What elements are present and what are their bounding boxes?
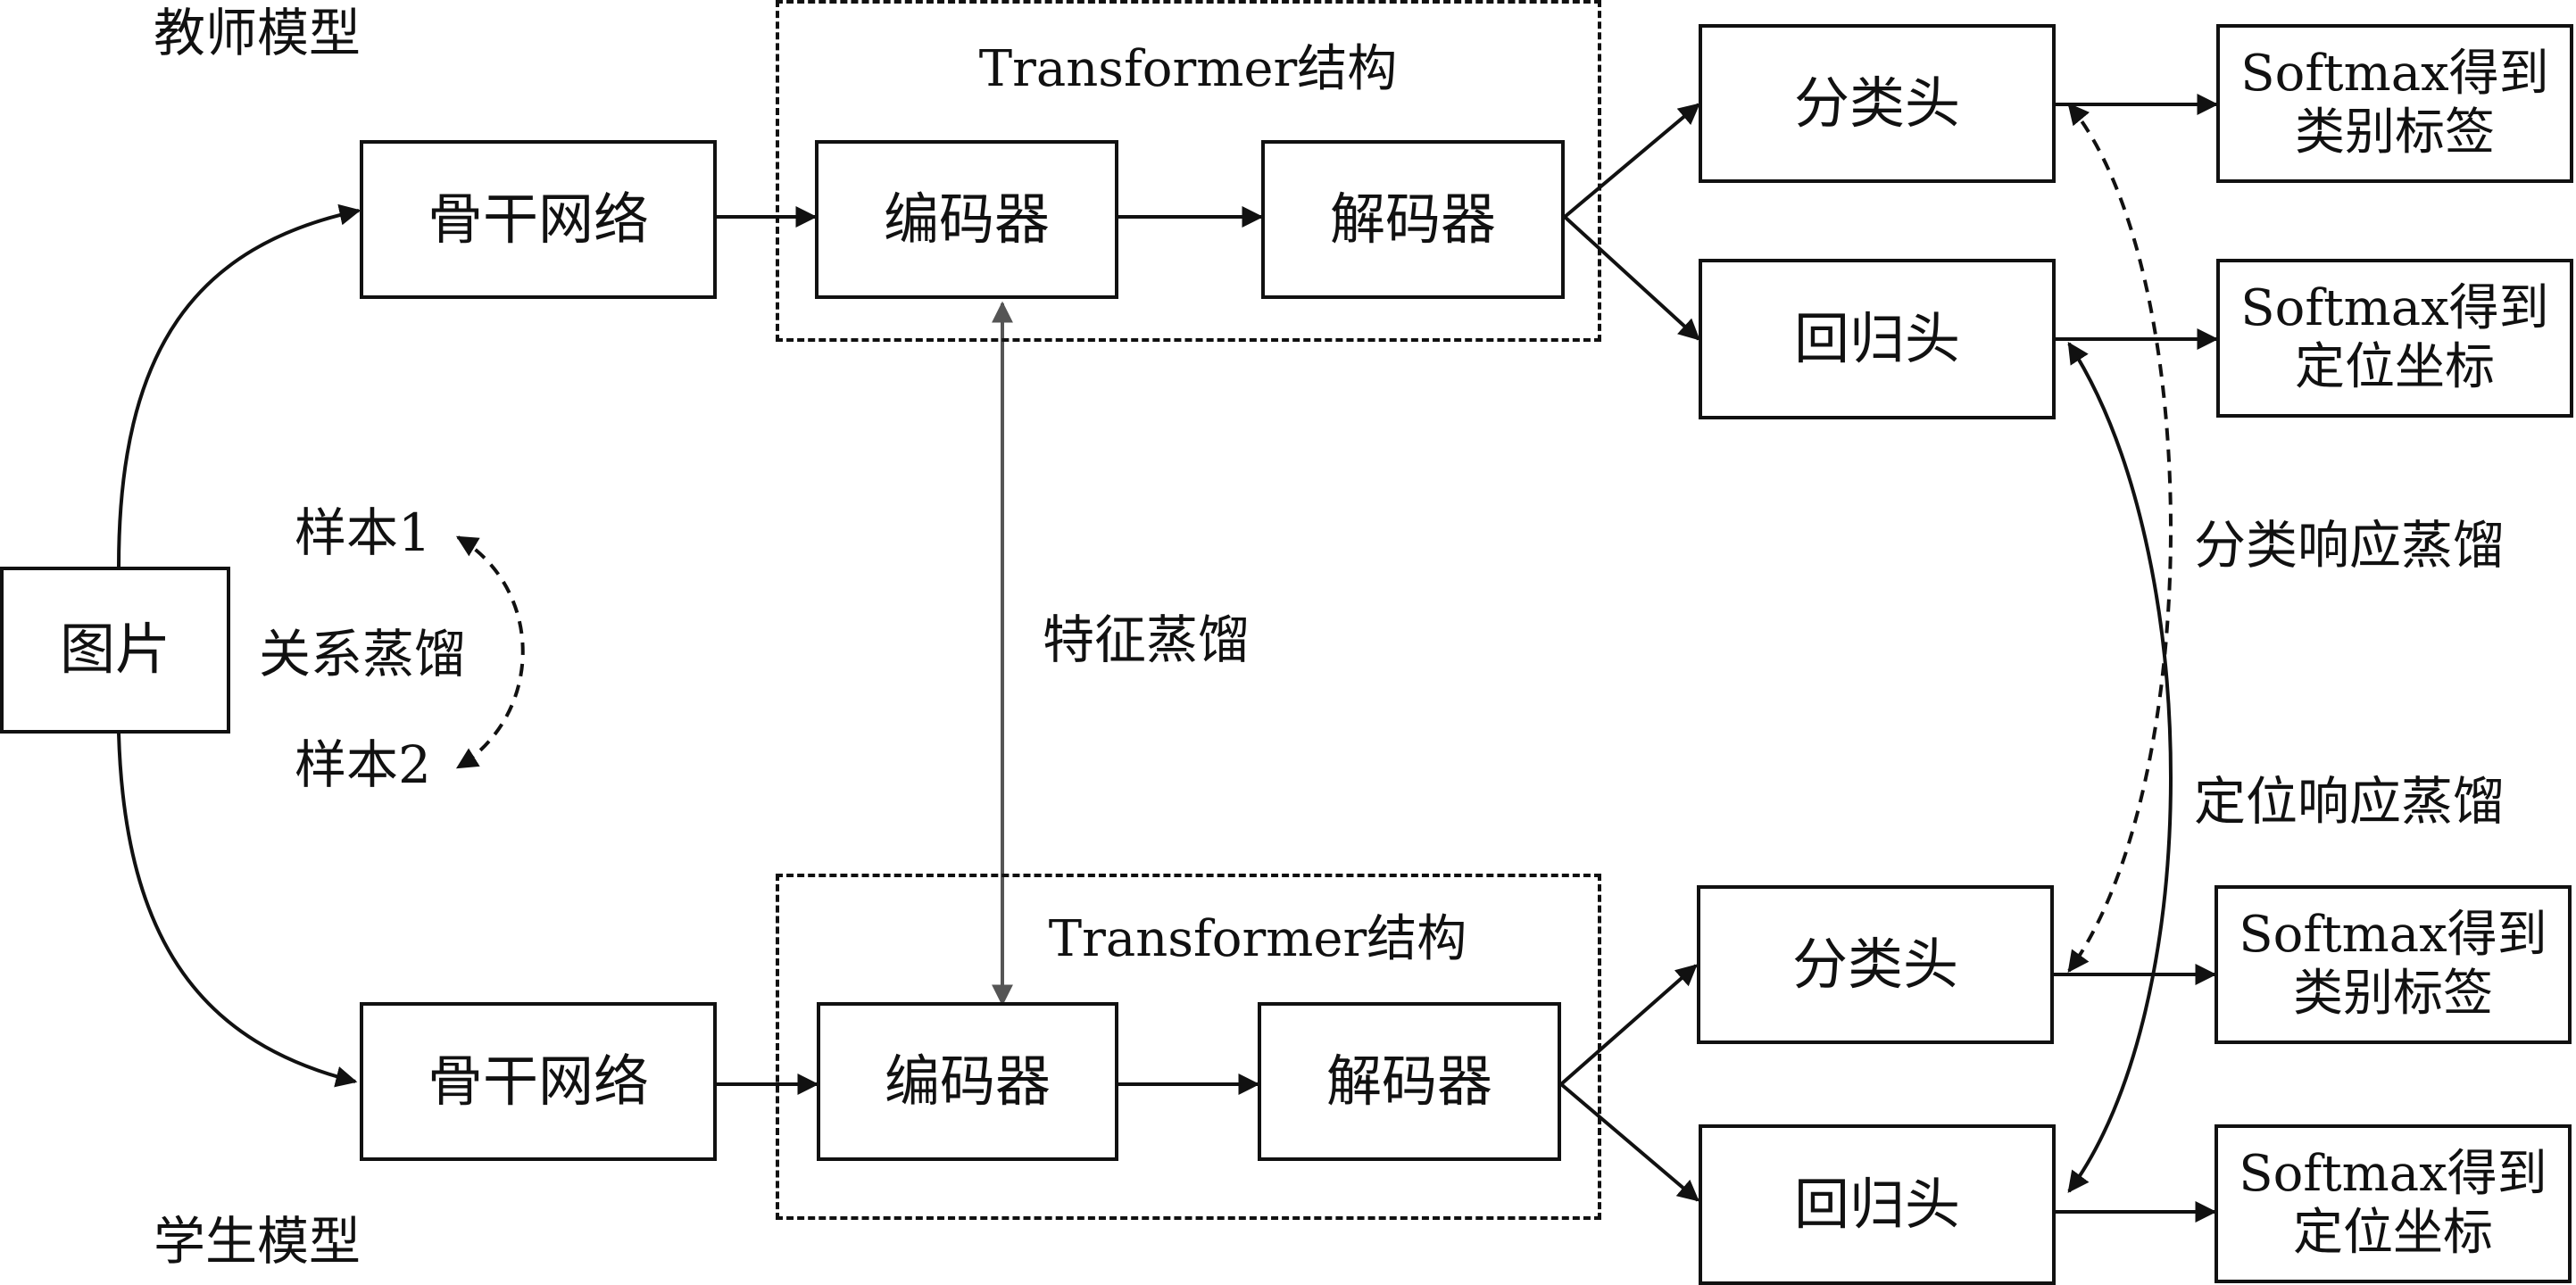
teacher-softmax-loc-box: Softmax得到 定位坐标 — [2216, 259, 2573, 418]
image-to-teacher-backbone-arrow — [117, 203, 361, 568]
teacher-softmax-cls-box: Softmax得到 类别标签 — [2216, 24, 2573, 183]
cls-response-distillation-label: 分类响应蒸馏 — [2194, 515, 2505, 576]
softmax-loc-line2: 定位坐标 — [2294, 338, 2495, 396]
student-cls-head-box: 分类头 — [1697, 885, 2054, 1044]
student-decoder-box: 解码器 — [1258, 1002, 1561, 1161]
teacher-reg-head-box: 回归头 — [1699, 259, 2056, 419]
student-backbone-box: 骨干网络 — [360, 1002, 717, 1161]
softmax-loc-line2: 定位坐标 — [2292, 1204, 2493, 1262]
teacher-decoder-to-reg-arrow — [1563, 215, 1700, 341]
teacher-decoder-to-cls-arrow — [1563, 103, 1700, 219]
teacher-cls-head-box: 分类头 — [1699, 24, 2056, 183]
softmax-cls-line1: Softmax得到 — [2239, 905, 2547, 964]
relation-distillation-label: 关系蒸馏 — [259, 624, 467, 684]
teacher-decoder-box: 解码器 — [1261, 140, 1565, 299]
teacher-transformer-frame — [776, 0, 1601, 342]
sample2-label: 样本2 — [295, 734, 431, 795]
image-node: 图片 — [0, 567, 230, 734]
sample1-label: 样本1 — [295, 502, 431, 563]
student-softmax-loc-box: Softmax得到 定位坐标 — [2215, 1124, 2572, 1283]
loc-response-distillation-label: 定位响应蒸馏 — [2194, 771, 2505, 832]
softmax-loc-line1: Softmax得到 — [2239, 1144, 2547, 1203]
softmax-cls-line2: 类别标签 — [2294, 104, 2495, 162]
teacher-transformer-label: Transformer结构 — [978, 40, 1398, 98]
softmax-cls-line1: Softmax得到 — [2240, 44, 2549, 103]
relation-distillation-arrow — [455, 535, 525, 769]
teacher-backbone-box: 骨干网络 — [360, 140, 717, 299]
teacher-encoder-box: 编码器 — [815, 140, 1118, 299]
student-decoder-to-cls-arrow — [1559, 964, 1698, 1086]
student-reg-head-box: 回归头 — [1699, 1124, 2056, 1285]
softmax-cls-line2: 类别标签 — [2292, 965, 2493, 1023]
student-model-label: 学生模型 — [154, 1211, 361, 1272]
student-softmax-cls-box: Softmax得到 类别标签 — [2215, 885, 2572, 1044]
loc-response-distillation-arrow — [2067, 341, 2173, 1193]
teacher-model-label: 教师模型 — [154, 3, 361, 63]
student-transformer-frame — [776, 874, 1601, 1220]
student-transformer-label: Transformer结构 — [1048, 910, 1467, 968]
softmax-loc-line1: Softmax得到 — [2240, 278, 2549, 337]
cls-response-distillation-arrow — [2067, 103, 2173, 973]
student-decoder-to-reg-arrow — [1559, 1082, 1699, 1202]
feature-distillation-label: 特征蒸馏 — [1043, 609, 1251, 670]
image-to-student-backbone-arrow — [117, 733, 358, 1088]
student-encoder-box: 编码器 — [817, 1002, 1118, 1161]
